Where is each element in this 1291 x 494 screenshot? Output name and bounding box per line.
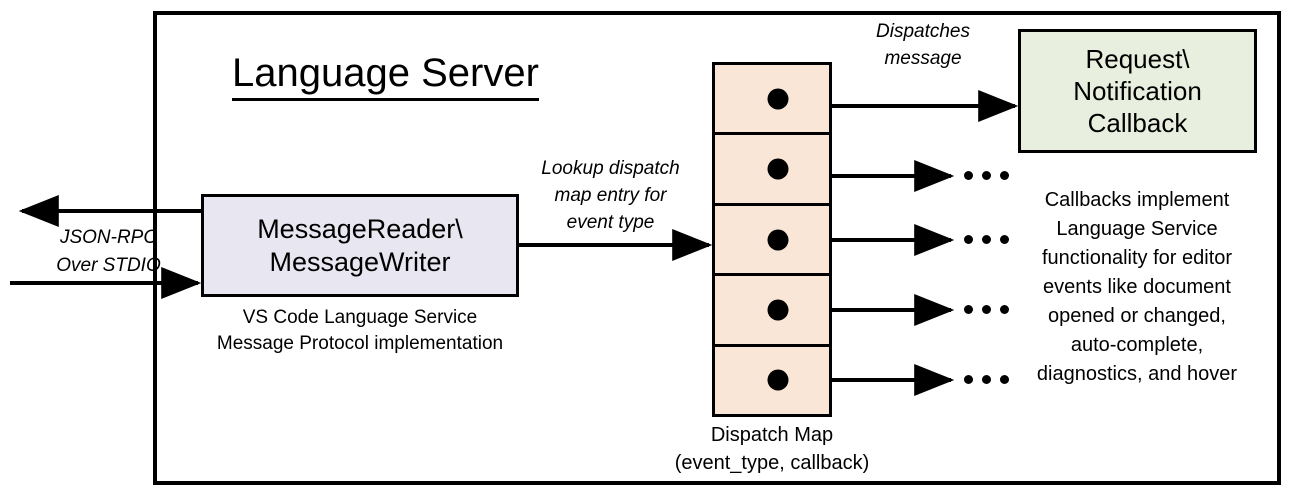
message-box-caption-line1: VS Code Language Service (242, 307, 478, 328)
jsonrpc-transport-label: JSON-RPC Over STDIO (36, 224, 181, 280)
callback-caption-line4: events like document (1043, 276, 1231, 298)
dispatch-map-caption-line2: (event_type, callback) (674, 452, 870, 474)
dispatches-message-label: Dispatches message (838, 18, 1008, 72)
lookup-dispatch-label: Lookup dispatch map entry for event type (519, 155, 702, 236)
table-row (715, 65, 829, 136)
table-row (715, 347, 829, 414)
callback-box-line2: Notification (1073, 76, 1202, 106)
callback-caption-line7: diagnostics, and hover (1036, 363, 1238, 385)
message-box-line2: MessageWriter (269, 246, 451, 277)
table-row (715, 135, 829, 206)
callback-box-line1: Request\ (1085, 44, 1190, 74)
dispatch-map-caption-line1: Dispatch Map (710, 424, 834, 446)
message-box-caption: VS Code Language Service Message Protoco… (201, 305, 519, 357)
jsonrpc-label-line2: Over STDIO (56, 255, 161, 276)
dispatch-map-table (712, 62, 832, 417)
dispatch-map-caption: Dispatch Map (event_type, callback) (640, 421, 904, 477)
ellipsis-dots-icon (964, 375, 1009, 384)
jsonrpc-label-line1: JSON-RPC (59, 227, 158, 248)
table-row (715, 276, 829, 347)
callback-pointer-dot (767, 229, 789, 251)
lookup-label-line1: Lookup dispatch (541, 158, 680, 179)
callback-box-line3: Callback (1087, 108, 1188, 138)
lookup-label-line3: event type (566, 212, 655, 233)
callback-pointer-dot (767, 158, 789, 180)
table-row (715, 206, 829, 277)
callback-pointer-dot (767, 369, 789, 391)
callback-caption-line3: functionality for editor (1041, 247, 1233, 269)
ellipsis-dots-icon (964, 305, 1009, 314)
message-reader-writer-box: MessageReader\ MessageWriter (201, 194, 519, 297)
callback-pointer-dot (767, 299, 789, 321)
language-server-boundary (153, 11, 1281, 485)
message-box-caption-line2: Message Protocol implementation (216, 333, 504, 354)
dispatches-label-line1: Dispatches (876, 21, 970, 42)
dispatches-label-line2: message (884, 48, 962, 69)
callback-caption-line1: Callbacks implement (1044, 189, 1230, 211)
callback-caption-line5: opened or changed, (1048, 305, 1226, 327)
ellipsis-dots-icon (964, 171, 1009, 180)
request-notification-callback-box: Request\ Notification Callback (1018, 29, 1257, 153)
page-title: Language Server (232, 49, 539, 101)
callback-caption-line2: Language Service (1056, 218, 1218, 240)
callback-caption-line6: auto-complete, (1070, 334, 1204, 356)
lookup-label-line2: map entry for (554, 185, 667, 206)
callback-caption: Callbacks implement Language Service fun… (1006, 186, 1268, 389)
callback-pointer-dot (767, 88, 789, 110)
message-box-line1: MessageReader\ (257, 213, 463, 244)
ellipsis-dots-icon (964, 235, 1009, 244)
